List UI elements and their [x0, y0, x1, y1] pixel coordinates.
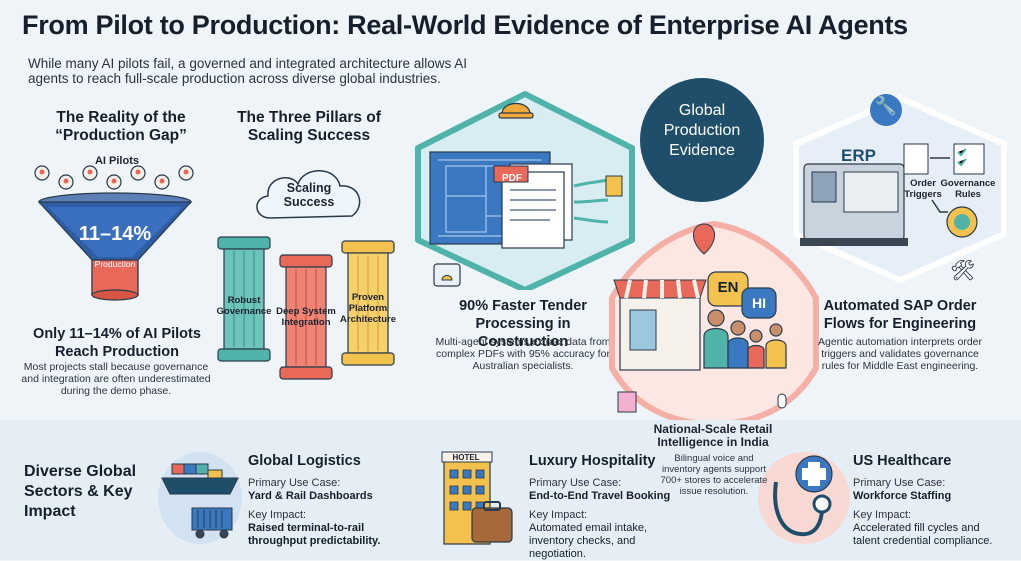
retail-bubble-hi: HI: [752, 295, 766, 311]
retail-title: National-Scale Retail Intelligence in In…: [653, 422, 773, 449]
construction-hexagon: [415, 91, 635, 290]
cloud-icon: [256, 170, 361, 219]
hotel-icon: [441, 451, 513, 545]
tablet-icon: [433, 263, 461, 287]
pillars-heading: The Three Pillars of Scaling Success: [237, 109, 381, 144]
sap-hexagon: [793, 95, 1007, 283]
logistics-impact-label: Key Impact:: [248, 509, 307, 521]
stethoscope-icon: [773, 455, 833, 537]
sap-title: Automated SAP Order Flows for Engineerin…: [823, 298, 977, 332]
sap-body: Agentic automation interprets order trig…: [817, 336, 982, 372]
erp-label: ERP: [841, 146, 876, 165]
gap-stat-title: Only 11–14% of AI Pilots Reach Productio…: [33, 326, 201, 360]
hospitality-impact: Automated email intake, inventory checks…: [529, 522, 648, 560]
healthcare-use-case: Workforce Staffing: [853, 490, 952, 502]
pillar-label-architecture: Proven Platform Architecture: [340, 292, 396, 325]
page-subtitle: While many AI pilots fail, a governed an…: [28, 56, 467, 86]
governance-rules-label: Governance Rules: [940, 178, 996, 200]
retail-hexagon: [609, 220, 819, 428]
funnel-icon: [34, 165, 194, 301]
pdf-label: PDF: [502, 173, 522, 184]
sector-title-healthcare: US Healthcare: [853, 453, 952, 469]
cloud-label: Scaling Success: [283, 181, 335, 209]
pillar-label-governance: Robust Governance: [216, 295, 272, 317]
wrench-badge: [870, 94, 902, 126]
construction-body: Multi-agent systems extract data from co…: [435, 336, 611, 372]
healthcare-use-case-label: Primary Use Case:: [853, 477, 946, 489]
order-triggers-label: Order Triggers: [904, 178, 942, 200]
hotel-sign: HOTEL: [452, 453, 480, 462]
ai-pilots-label: AI Pilots: [94, 155, 139, 167]
global-badge-text: Global Production Evidence: [663, 102, 741, 159]
gap-stat-body: Most projects stall because governance a…: [21, 361, 211, 397]
hospitality-use-case: End-to-End Travel Booking: [529, 490, 671, 502]
hard-hat-icon: [498, 102, 534, 119]
cargo-ship-icon: [161, 463, 239, 539]
funnel-production-label: Production: [94, 259, 136, 269]
retail-bubble-en: EN: [717, 279, 739, 296]
page-title: From Pilot to Production: Real-World Evi…: [22, 10, 908, 40]
pillars-icon: [217, 236, 395, 380]
healthcare-impact: Accelerated fill cycles and talent crede…: [853, 522, 993, 547]
retail-body: Bilingual voice and inventory agents sup…: [660, 453, 768, 497]
pillar-label-integration: Deep System Integration: [276, 306, 336, 328]
hospitality-use-case-label: Primary Use Case:: [529, 477, 622, 489]
healthcare-impact-label: Key Impact:: [853, 509, 912, 521]
logistics-impact: Raised terminal-to-rail throughput predi…: [248, 522, 381, 547]
hospitality-impact-label: Key Impact:: [529, 509, 588, 521]
wrench-icon: 🔧: [874, 96, 898, 116]
logistics-use-case-label: Primary Use Case:: [248, 477, 341, 489]
sector-title-hospitality: Luxury Hospitality: [529, 453, 656, 469]
construction-title: 90% Faster Tender Processing in Construc…: [459, 298, 587, 350]
sectors-heading: Diverse Global Sectors & Key Impact: [24, 463, 137, 520]
funnel-percent: 11–14%: [78, 223, 152, 245]
gap-heading: The Reality of the “Production Gap”: [55, 109, 187, 144]
global-badge: [640, 78, 764, 202]
sector-title-logistics: Global Logistics: [248, 453, 361, 469]
tools-icon: 🛠: [950, 260, 976, 282]
logistics-use-case: Yard & Rail Dashboards: [248, 490, 373, 502]
